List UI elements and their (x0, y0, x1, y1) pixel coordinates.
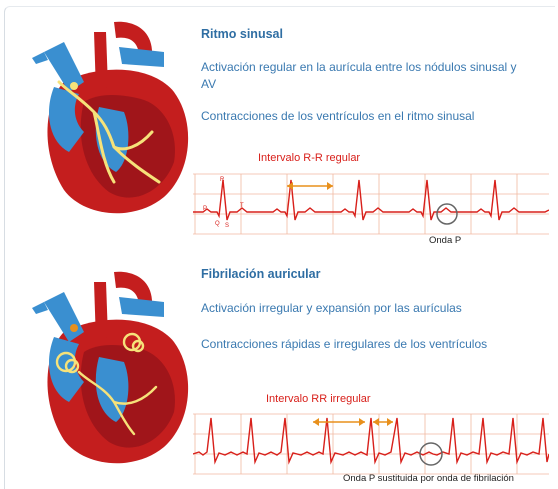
description-activation: Activación irregular y expansión por las… (201, 300, 531, 317)
heart-afib-illustration (24, 262, 199, 472)
ecg-mark-p: P (203, 206, 207, 212)
heart-sinus-illustration (24, 12, 199, 222)
interval-label: Intervalo R-R regular (258, 152, 360, 164)
section-title: Ritmo sinusal (201, 27, 283, 41)
ecg-strip-sinus: R P T Q S (193, 170, 549, 238)
interval-label: Intervalo RR irregular (266, 393, 371, 405)
atrial-fibrillation-section: Fibrilación auricular Activación irregul… (0, 248, 558, 488)
section-title: Fibrilación auricular (201, 267, 320, 281)
fibrillation-wave-label: Onda P sustituida por onda de fibrilació… (343, 473, 514, 484)
description-activation: Activación regular en la aurícula entre … (201, 59, 531, 93)
ecg-mark-q: Q (215, 221, 220, 227)
sinus-rhythm-section: Ritmo sinusal Activación regular en la a… (0, 0, 558, 244)
description-contraction: Contracciones de los ventrículos en el r… (201, 108, 531, 125)
ecg-mark-r: R (220, 177, 225, 183)
ecg-mark-s: S (225, 223, 229, 229)
ecg-mark-t: T (240, 203, 244, 209)
description-contraction: Contracciones rápidas e irregulares de l… (201, 336, 531, 353)
p-wave-label: Onda P (429, 235, 461, 246)
ecg-strip-afib (193, 410, 549, 478)
